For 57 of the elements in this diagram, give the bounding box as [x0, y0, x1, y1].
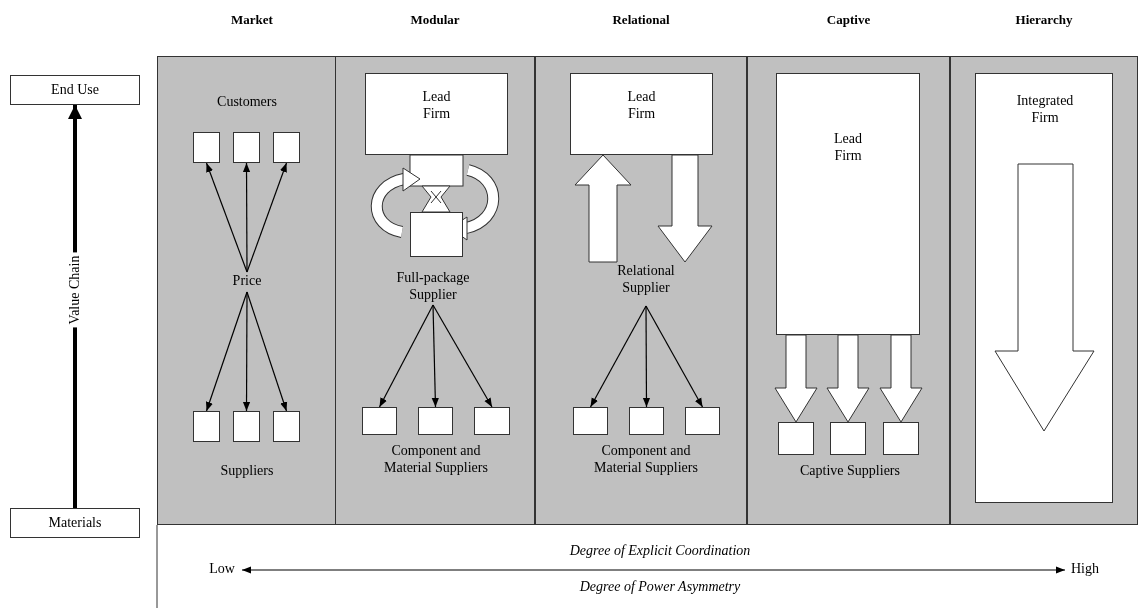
text-label: Component and Material Suppliers — [381, 442, 491, 504]
firm-box: Lead Firm — [570, 73, 713, 155]
text-label: High — [1065, 560, 1105, 580]
block-arrow — [879, 334, 923, 423]
block-arrow — [774, 334, 818, 423]
text-label: Full-package Supplier — [395, 269, 471, 303]
text-label: Customers — [187, 93, 307, 113]
arrow — [645, 305, 704, 408]
column-heading: Market — [230, 12, 274, 28]
arrow — [589, 305, 647, 408]
small-box — [362, 407, 397, 435]
small-box — [193, 132, 220, 163]
small-box — [883, 422, 919, 455]
arrow — [246, 291, 288, 412]
text-label: Integrated Firm — [1015, 92, 1075, 126]
small-box — [233, 132, 260, 163]
arrow — [431, 304, 439, 408]
column-heading: Captive — [825, 12, 872, 28]
text-label: Component and Material Suppliers — [591, 442, 701, 504]
column-heading: Hierarchy — [1014, 12, 1074, 28]
small-box — [778, 422, 814, 455]
arrow — [642, 305, 651, 408]
arrow — [378, 304, 434, 408]
small-box — [418, 407, 453, 435]
stage-box: Materials — [10, 508, 140, 538]
stage-box: End Use — [10, 75, 140, 105]
small-box — [233, 411, 260, 442]
small-box — [193, 411, 220, 442]
edge-label: Degree of Explicit Coordination — [568, 543, 752, 559]
text-label: Low — [202, 560, 242, 580]
arrow — [205, 291, 248, 412]
text-label: Price — [217, 272, 277, 292]
text-label: Suppliers — [187, 462, 307, 482]
arrow — [241, 566, 1066, 574]
arrow — [432, 304, 493, 408]
firm-box: Lead Firm — [776, 73, 920, 335]
small-box — [273, 411, 300, 442]
firm-box: Lead Firm — [365, 73, 508, 155]
small-box — [573, 407, 608, 435]
block-arrow — [826, 334, 870, 423]
small-box — [685, 407, 720, 435]
small-box — [629, 407, 664, 435]
axis-caption: Degree of Power Asymmetry — [579, 579, 741, 595]
arrow — [242, 291, 251, 412]
arrow — [205, 162, 248, 273]
arrow — [246, 162, 288, 273]
block-arrow — [657, 154, 713, 263]
arrow — [242, 162, 251, 273]
column-heading: Modular — [409, 12, 461, 28]
text-label: Captive Suppliers — [760, 462, 940, 482]
block-arrow — [574, 154, 632, 263]
firm-box — [975, 73, 1113, 503]
column-heading: Relational — [611, 12, 671, 28]
text-label: Relational Supplier — [601, 262, 691, 306]
small-box — [830, 422, 866, 455]
small-box — [474, 407, 510, 435]
small-box — [273, 132, 300, 163]
